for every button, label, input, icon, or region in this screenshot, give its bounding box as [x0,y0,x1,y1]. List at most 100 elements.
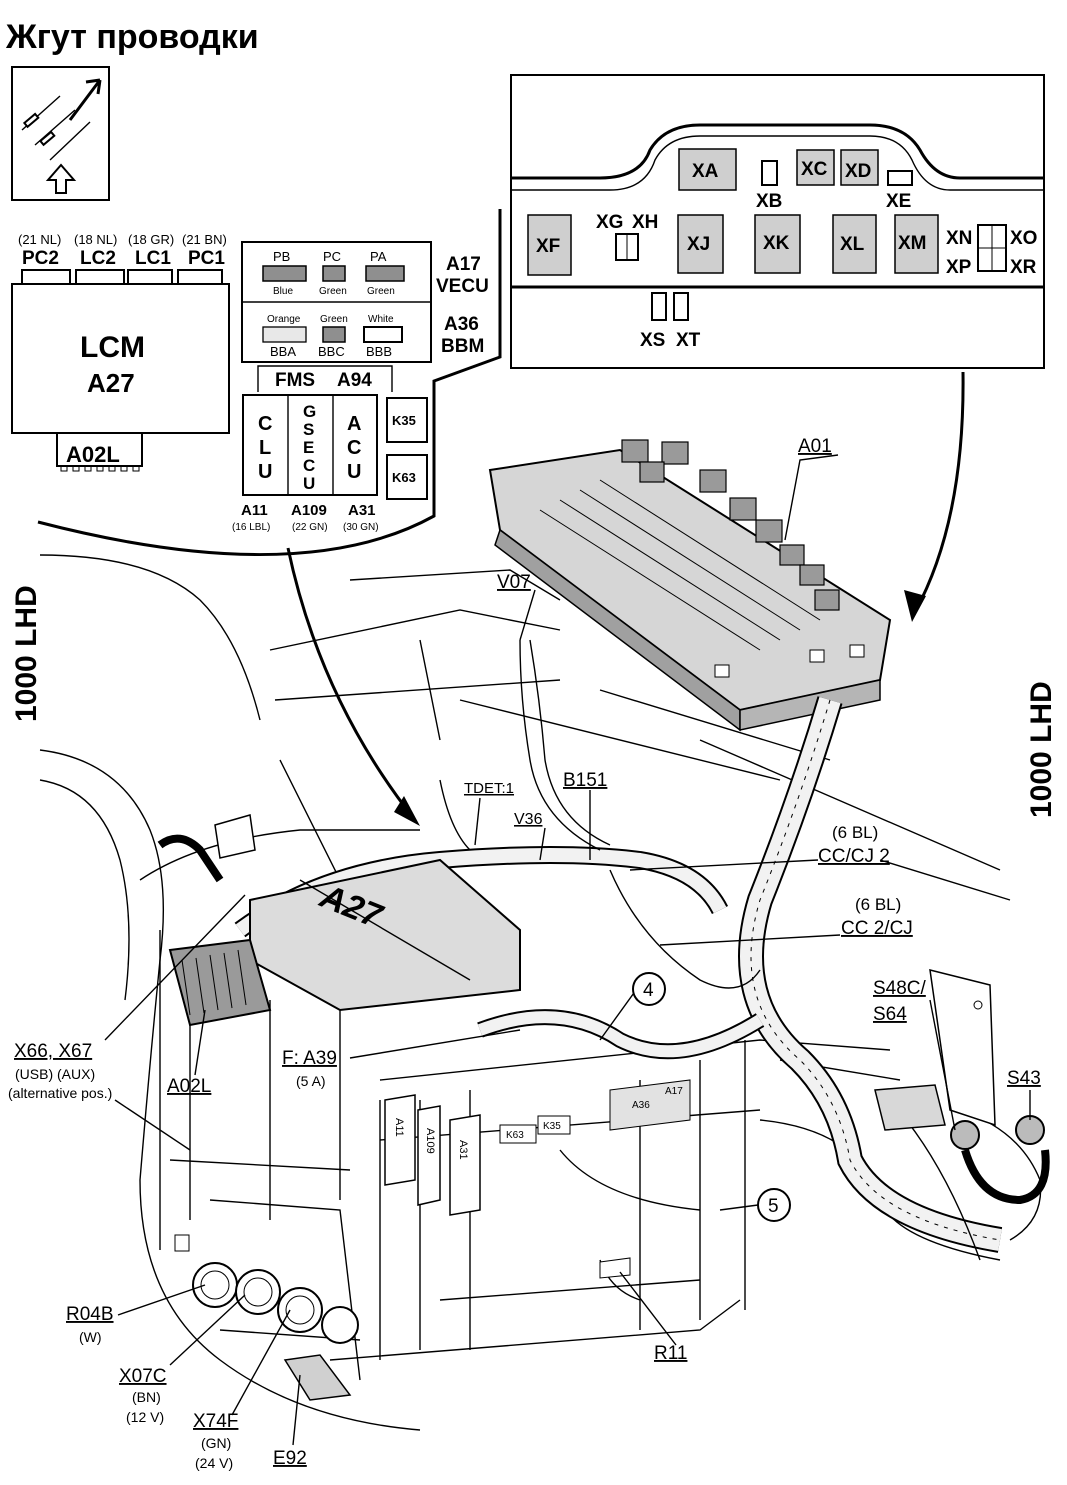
clu-l0: C [258,413,272,435]
fms-header-left: FMS [275,370,315,391]
vecu-bbm-panel: PB Blue PC Green PA Green Orange BBA Gre… [241,241,432,363]
lcm-connector: A02L [66,442,120,467]
pin-code: PC2 [22,248,59,269]
fuse-xt: XT [676,330,701,351]
pin-spec: (18 NL) [74,232,117,247]
clu-spec: (16 LBL) [232,522,270,533]
lcm-code: A27 [87,368,135,398]
callout-cc-cj2: CC/CJ 2 [818,846,890,867]
gsecu-l4: U [303,474,315,493]
callout-x66-spec2: (alternative pos.) [8,1085,112,1101]
a109-vertical: A109 [424,1128,436,1154]
callout-x07c: X07C [119,1366,167,1387]
bbm-bbb: BBB [366,344,392,359]
a36-tag: A36 [632,1100,650,1111]
fuse-xs: XS [640,330,665,351]
vecu-pa: PA [370,249,387,264]
callout-x74f: X74F [193,1411,238,1432]
fuse-xa: XA [692,161,719,182]
bbm-label-code: A36 [444,314,479,335]
marker-4: 4 [632,972,666,1006]
a17-tag: A17 [665,1086,683,1097]
callout-x74f-spec2: (24 V) [195,1455,233,1471]
a31-vertical: A31 [457,1140,469,1160]
gsecu-l1: S [303,420,314,439]
fuse-xc: XC [801,159,828,180]
fuse-xg: XG [596,212,623,233]
fuse-xm: XM [898,233,927,254]
bbm-bbb-color: White [368,314,394,325]
pin-spec: (18 GR) [128,232,174,247]
callout-x07c-spec1: (BN) [132,1389,161,1405]
side-label-right: 1000 LHD [1025,681,1058,818]
callout-r04b-spec: (W) [79,1329,102,1345]
fuse-xb: XB [756,191,782,212]
callout-x07c-spec2: (12 V) [126,1409,164,1425]
acu-l0: A [347,413,361,435]
bbm-bba-color: Orange [267,314,301,325]
callout-r04b: R04B [66,1304,114,1325]
lcm-pin-lc1: (18 GR) LC1 [127,232,174,285]
callout-s43: S43 [1007,1068,1041,1089]
pin-code: LC2 [80,248,116,269]
callout-v36: V36 [514,811,543,828]
fuse-xh: XH [632,212,658,233]
pin-code: PC1 [188,248,225,269]
bbm-bbc-color: Green [320,314,348,325]
callout-f-a39-spec: (5 A) [296,1073,326,1089]
fuse-xd: XD [845,161,871,182]
page-title: Жгут проводки [5,18,259,56]
fuse-xo: XO [1010,228,1037,249]
orientation-icon [11,66,110,201]
marker-5-text: 5 [768,1196,779,1217]
fuse-xr: XR [1010,257,1037,278]
marker-4-text: 4 [643,980,654,1001]
gsecu-l0: G [303,402,316,421]
clu-l2: U [258,461,272,483]
central-electric-panel: XA XB XC XD XE XF XG XH XJ XK XL XM XN X… [510,74,1045,369]
gsecu-l2: E [303,438,314,457]
callout-x66: X66, X67 [14,1041,92,1062]
acu-spec: (30 GN) [343,522,379,533]
k35-tag: K35 [543,1121,561,1132]
k63-tag: K63 [506,1130,524,1141]
lcm-pin-pc2: (21 NL) PC2 [18,232,71,285]
clu-code: A11 [241,502,268,519]
fms-modules-drawing: A11 A109 A31 K63 K35 A36 A17 [384,1079,691,1216]
callout-s48c-2: S64 [873,1004,907,1025]
gsecu-code: A109 [291,502,327,519]
vecu-pc-color: Green [319,286,347,297]
fuse-xn: XN [946,228,972,249]
relay-k35: K35 [392,413,416,428]
wiring-harness [234,639,1042,1301]
lcm-pin-pc1: (21 BN) PC1 [177,232,227,285]
lcm-name: LCM [80,331,145,364]
clu-l1: L [259,437,271,459]
callout-v07: V07 [497,572,531,593]
dash-sockets [174,1234,631,1401]
central-unit-a01 [488,439,892,732]
callout-b151: B151 [563,770,607,791]
callout-cc-cj2-spec: (6 BL) [832,823,878,842]
lcm-module: (21 NL) PC2 (18 NL) LC2 (18 GR) LC1 (21 … [11,232,230,472]
bbm-bba: BBA [270,344,296,359]
vecu-pb: PB [273,249,290,264]
callout-cc2-cj-spec: (6 BL) [855,895,901,914]
callout-cc2-cj: CC 2/CJ [841,918,913,939]
callout-e92: E92 [273,1448,307,1469]
callout-s48c-1: S48C/ [873,978,927,999]
marker-5: 5 [757,1188,791,1222]
callout-x66-spec1: (USB) (AUX) [15,1066,95,1082]
callout-r11: R11 [654,1343,687,1364]
side-label-left: 1000 LHD [10,585,43,722]
callout-tdet: TDET:1 [464,780,514,797]
fuse-xj: XJ [687,234,710,255]
callout-a01: A01 [798,436,832,457]
vecu-pa-color: Green [367,286,395,297]
relay-k63: K63 [392,470,416,485]
bbm-label-name: BBM [441,336,484,357]
acu-code: A31 [348,502,376,519]
fms-header-right: A94 [337,370,372,391]
cab-body-outline [39,554,1011,1431]
s48c-s43-connectors [874,969,1050,1205]
